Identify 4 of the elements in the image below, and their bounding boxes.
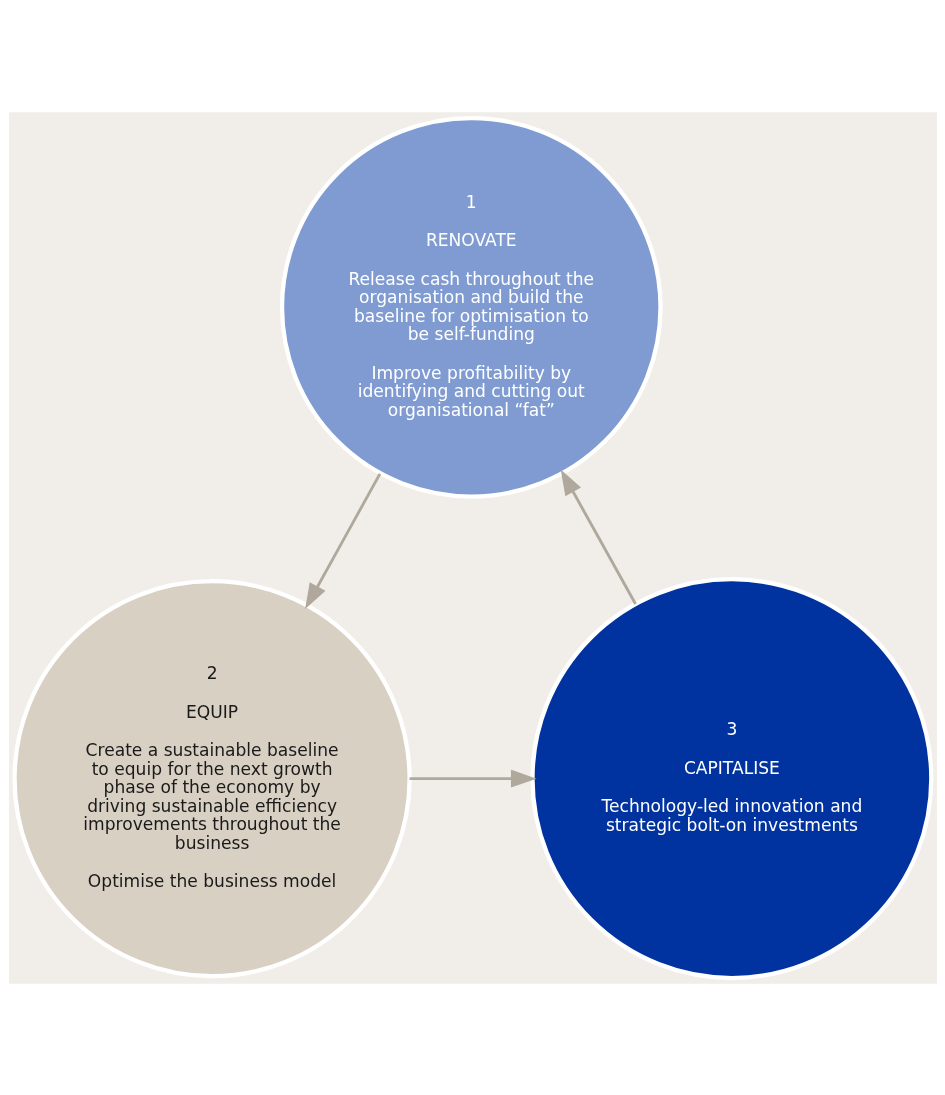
arrow	[560, 468, 637, 605]
arrow	[409, 769, 537, 788]
node-circle: 3 CAPITALISE Technology-led innovation and strategic bolt-on investments	[529, 576, 933, 980]
arrow	[304, 472, 381, 609]
